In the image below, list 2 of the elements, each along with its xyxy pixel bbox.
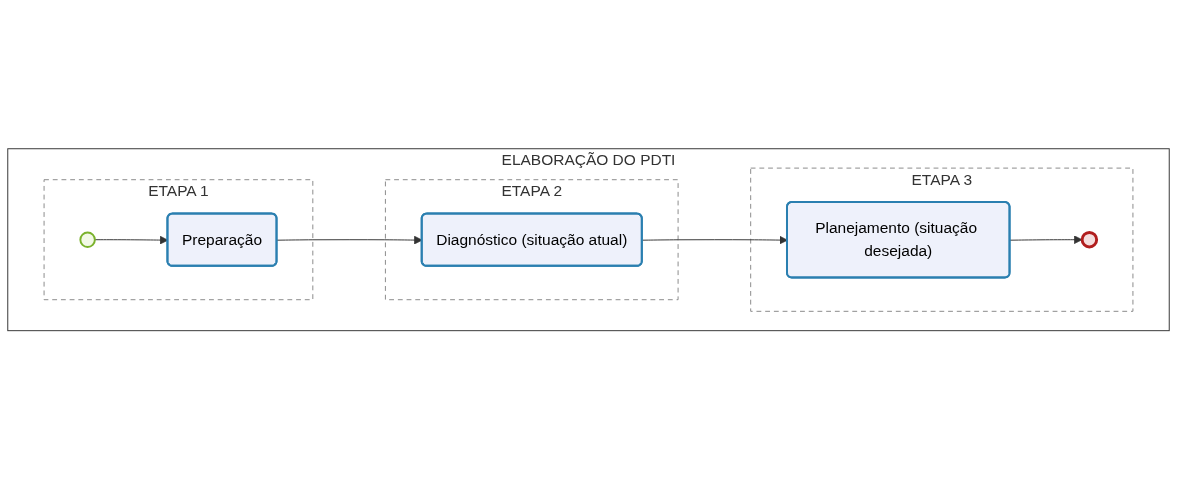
node-circle — [1080, 230, 1099, 249]
node-circle — [79, 231, 96, 248]
